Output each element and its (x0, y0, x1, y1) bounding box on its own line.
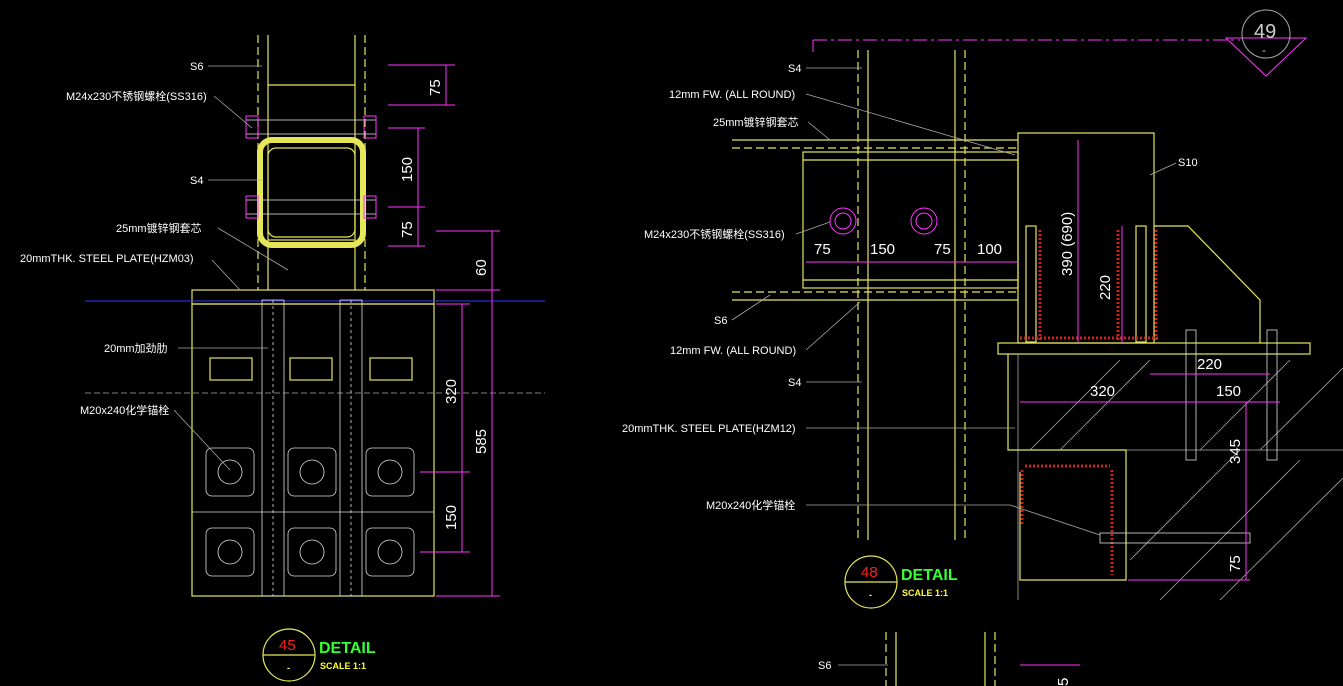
label-fw1: 12mm FW. (ALL ROUND) (669, 89, 795, 101)
dim-150: 150 (399, 157, 416, 182)
dim-60: 60 (473, 259, 490, 276)
label-anchor-right: M20x240化学锚栓 (706, 498, 795, 512)
label-plate-right: 20mmTHK. STEEL PLATE(HZM12) (622, 423, 796, 435)
dim-r100: 100 (977, 241, 1002, 258)
label-stiffener: 20mm加劲肋 (104, 341, 168, 355)
right-dimensions: 75 150 75 100 390 (690) 220 220 320 150 … (814, 212, 1244, 686)
dim-r75: 75 (814, 241, 831, 258)
dim-r220h: 220 (1197, 356, 1222, 373)
dim-r75c: 75 (1227, 555, 1244, 572)
left-dimensions: 75 150 75 60 320 585 150 (399, 79, 490, 530)
label-bolt: M24x230不锈钢螺栓(SS316) (66, 89, 207, 103)
dim-75a: 75 (427, 79, 444, 96)
detail-48-sub: - (869, 590, 872, 600)
dim-r5: 5 (1055, 678, 1072, 686)
detail-45-number: 45 (279, 637, 296, 654)
label-fw2: 12mm FW. (ALL ROUND) (670, 345, 796, 357)
detail-45-sub: - (287, 663, 290, 673)
sheet-marker: 49 - (1254, 21, 1276, 57)
label-plate: 20mmTHK. STEEL PLATE(HZM03) (20, 253, 194, 265)
detail-45-scale: SCALE 1:1 (320, 661, 366, 671)
right-labels: S4 12mm FW. (ALL ROUND) 25mm镀锌钢套芯 M24x23… (622, 63, 1198, 672)
label-s6-right: S6 (714, 315, 727, 327)
detail-48-geometry (731, 9, 1343, 686)
label-s4b: S4 (788, 377, 801, 389)
detail-48-bubble: 48 - DETAIL SCALE 1:1 (861, 564, 958, 600)
label-anchor: M20x240化学锚栓 (80, 403, 169, 417)
detail-45-bubble: 45 - DETAIL SCALE 1:1 (279, 637, 376, 673)
dim-r150: 150 (870, 241, 895, 258)
label-core: 25mm镀锌钢套芯 (116, 221, 202, 235)
detail-48-number: 48 (861, 564, 878, 581)
dim-r345: 345 (1227, 439, 1244, 464)
label-s10: S10 (1178, 157, 1198, 169)
sheet-number: 49 (1254, 21, 1276, 43)
dim-r150b: 150 (1216, 383, 1241, 400)
detail-48-title: DETAIL (901, 567, 958, 584)
detail-45-title: DETAIL (319, 640, 376, 657)
dim-r75b: 75 (934, 241, 951, 258)
detail-45-geometry (85, 35, 545, 682)
left-labels: S6 M24x230不锈钢螺栓(SS316) S4 25mm镀锌钢套芯 20mm… (20, 61, 207, 417)
label-core-right: 25mm镀锌钢套芯 (713, 115, 799, 129)
label-bolt-right: M24x230不锈钢螺栓(SS316) (644, 227, 785, 241)
dim-r390: 390 (690) (1059, 212, 1076, 276)
sheet-sub: - (1262, 43, 1266, 57)
label-s4: S4 (190, 175, 203, 187)
dim-320: 320 (443, 379, 460, 404)
dim-75b: 75 (399, 221, 416, 238)
label-s6: S6 (190, 61, 203, 73)
dim-585: 585 (473, 429, 490, 454)
dim-150b: 150 (443, 505, 460, 530)
label-s6b: S6 (818, 660, 831, 672)
detail-48-scale: SCALE 1:1 (902, 588, 948, 598)
dim-r220v: 220 (1097, 275, 1114, 300)
label-s4a: S4 (788, 63, 801, 75)
dim-r320: 320 (1090, 383, 1115, 400)
